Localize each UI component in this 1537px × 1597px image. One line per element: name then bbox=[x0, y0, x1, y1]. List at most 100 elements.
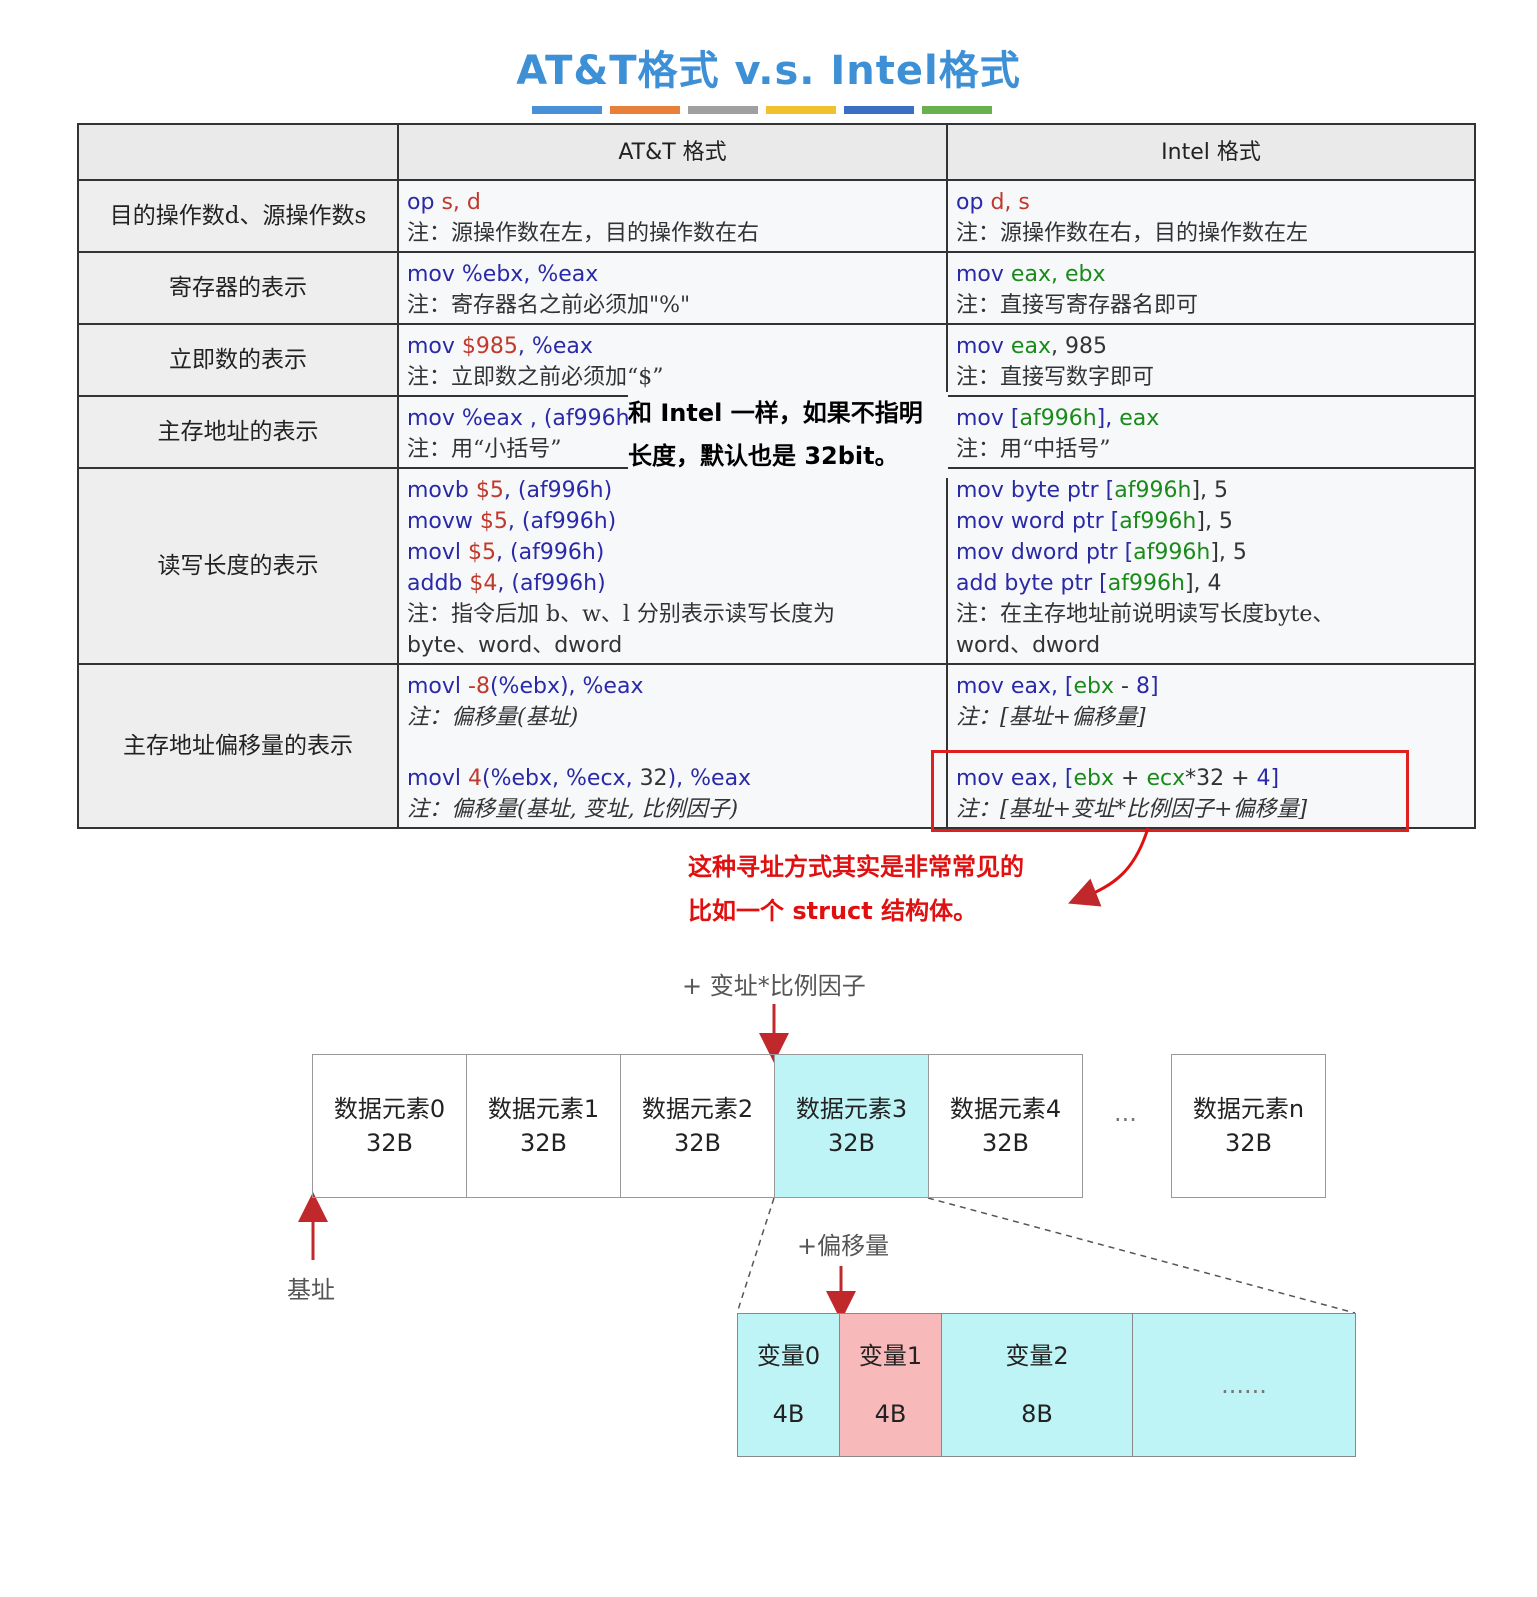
code-token: d, s bbox=[990, 190, 1030, 215]
code-token: ], bbox=[1096, 406, 1120, 431]
code-line: mov %ebx, %eax bbox=[407, 262, 599, 287]
code-token: eax bbox=[1119, 406, 1160, 431]
field-size: 4B bbox=[874, 1400, 907, 1428]
code-token: mov word ptr [ bbox=[956, 509, 1120, 534]
code-token: addb bbox=[407, 571, 463, 596]
code-line: op d, s bbox=[956, 187, 1466, 218]
note-text: 注：指令后加 b、w、l 分别表示读写长度为 bbox=[407, 602, 835, 627]
table-row: 读写长度的表示 movb $5, (af996h) movw $5, (af99… bbox=[77, 467, 1476, 665]
note-text: 注：在主存地址前说明读写长度byte、 bbox=[956, 602, 1335, 627]
att-cell: movl -8(%ebx), %eax 注：偏移量(基址) movl 4(%eb… bbox=[397, 663, 948, 829]
note-text: 注：用“小括号” bbox=[407, 437, 562, 462]
note-text: 注：偏移量(基址) bbox=[407, 705, 579, 730]
code-token: af996h bbox=[1133, 540, 1211, 565]
code-token: ] bbox=[1149, 674, 1159, 699]
stripe-blue bbox=[532, 106, 602, 114]
element-name: 数据元素n bbox=[1192, 1095, 1305, 1123]
data-element-1: 数据元素1 32B bbox=[466, 1054, 621, 1198]
code-line: mov %eax , (af996h) bbox=[407, 406, 639, 431]
code-token: movl bbox=[407, 674, 469, 699]
intel-cell: mov eax, 985 注：直接写数字即可 bbox=[946, 323, 1476, 397]
element-size: 32B bbox=[981, 1129, 1029, 1157]
intel-cell: mov byte ptr [af996h], 5 mov word ptr [a… bbox=[946, 467, 1476, 665]
stripe-orange bbox=[610, 106, 680, 114]
note-text: 注：寄存器名之前必须加"%" bbox=[407, 293, 691, 318]
table-row: 主存地址偏移量的表示 movl -8(%ebx), %eax 注：偏移量(基址)… bbox=[77, 663, 1476, 829]
code-token: mov bbox=[407, 334, 455, 359]
elements-ellipsis: ··· bbox=[1114, 1106, 1137, 1134]
code-token: ], 5 bbox=[1196, 509, 1233, 534]
base-label: 基址 bbox=[287, 1276, 335, 1304]
code-token: mov dword ptr [ bbox=[956, 540, 1134, 565]
element-name: 数据元素0 bbox=[333, 1095, 446, 1123]
intel-cell: mov eax, [ebx - 8] 注：[基址+偏移量] mov eax, [… bbox=[946, 663, 1476, 829]
code-token: op bbox=[407, 190, 435, 215]
zoom-line-right bbox=[927, 1197, 1356, 1314]
data-element-3: 数据元素3 32B bbox=[774, 1054, 929, 1198]
code-token: *32 + bbox=[1185, 766, 1257, 791]
note-text: word、dword bbox=[956, 633, 1101, 658]
annotation-line: 比如一个 struct 结构体。 bbox=[688, 897, 978, 925]
att-cell: movb $5, (af996h) movw $5, (af996h) movl… bbox=[397, 467, 948, 665]
table-row: 寄存器的表示 mov %ebx, %eax 注：寄存器名之前必须加"%" mov… bbox=[77, 251, 1476, 325]
code-token: 32 bbox=[639, 766, 668, 791]
note-text: 注：源操作数在右，目的操作数在左 bbox=[956, 221, 1309, 246]
code-token: $4 bbox=[462, 571, 498, 596]
code-token: movl bbox=[407, 766, 469, 791]
row-label: 目的操作数d、源操作数s bbox=[77, 179, 399, 253]
code-token: mov [ bbox=[956, 406, 1020, 431]
code-line: movb $5, (af996h) bbox=[407, 475, 938, 506]
code-token: (%ebx), %eax bbox=[489, 674, 644, 699]
data-element-4: 数据元素4 32B bbox=[928, 1054, 1083, 1198]
code-line: mov eax, [ebx + ecx*32 + 4] bbox=[956, 763, 1466, 794]
intel-cell: op d, s 注：源操作数在右，目的操作数在左 bbox=[946, 179, 1476, 253]
data-element-n: 数据元素n 32B bbox=[1171, 1054, 1326, 1198]
default-length-note: 和 Intel 一样，如果不指明 长度，默认也是 32bit。 bbox=[628, 392, 948, 478]
code-token: , (af996h) bbox=[507, 509, 617, 534]
overlay-line: 和 Intel 一样，如果不指明 bbox=[628, 399, 923, 427]
code-token: , 985 bbox=[1050, 334, 1107, 359]
table-row: 目的操作数d、源操作数s op s, d 注：源操作数在左，目的操作数在右 op… bbox=[77, 179, 1476, 253]
header-att: AT&T 格式 bbox=[397, 123, 948, 181]
code-token: , (af996h) bbox=[496, 540, 605, 565]
code-token: 8 bbox=[1135, 674, 1150, 699]
att-cell: mov $985, %eax 注：立即数之前必须加“$” bbox=[397, 323, 948, 397]
note-text: 注：[基址+偏移量] bbox=[956, 705, 1146, 730]
data-element-2: 数据元素2 32B bbox=[620, 1054, 775, 1198]
element-name: 数据元素4 bbox=[949, 1095, 1062, 1123]
code-token: $5 bbox=[468, 478, 504, 503]
row-label: 立即数的表示 bbox=[77, 323, 399, 397]
code-token: mov eax, [ bbox=[956, 766, 1074, 791]
row-label: 寄存器的表示 bbox=[77, 251, 399, 325]
stripe-yellow bbox=[766, 106, 836, 114]
code-line: movl -8(%ebx), %eax bbox=[407, 671, 938, 702]
highlight-box bbox=[931, 750, 1409, 832]
code-token: (%ebx, %ecx, bbox=[482, 766, 640, 791]
code-token: , (af996h) bbox=[497, 571, 606, 596]
note-text: byte、word、dword bbox=[407, 633, 623, 658]
row-label: 主存地址偏移量的表示 bbox=[77, 663, 399, 829]
field-var0: 变量0 4B bbox=[737, 1313, 840, 1457]
code-token: af996h bbox=[1114, 478, 1192, 503]
code-token: op bbox=[956, 190, 984, 215]
field-var1: 变量1 4B bbox=[839, 1313, 942, 1457]
code-line: movl 4(%ebx, %ecx, 32), %eax bbox=[407, 763, 938, 794]
header-empty bbox=[77, 123, 399, 181]
note-text: 注：[基址+变址*比例因子+偏移量] bbox=[956, 797, 1308, 822]
offset-label: +偏移量 bbox=[797, 1232, 890, 1260]
note-text: 注：源操作数在左，目的操作数在右 bbox=[407, 221, 760, 246]
code-line: mov eax, ebx bbox=[956, 259, 1466, 290]
element-name: 数据元素2 bbox=[641, 1095, 754, 1123]
annotation-line: 这种寻址方式其实是非常常见的 bbox=[688, 853, 1024, 881]
element-size: 32B bbox=[365, 1129, 413, 1157]
element-name: 数据元素1 bbox=[487, 1095, 600, 1123]
code-token: ebx bbox=[1073, 766, 1115, 791]
code-token: ], 5 bbox=[1191, 478, 1229, 503]
att-cell: op s, d 注：源操作数在左，目的操作数在右 bbox=[397, 179, 948, 253]
code-line: movw $5, (af996h) bbox=[407, 506, 938, 537]
code-token: + bbox=[1114, 766, 1147, 791]
code-token: 4 bbox=[468, 766, 483, 791]
field-name: 变量0 bbox=[756, 1342, 821, 1370]
code-token: eax, ebx bbox=[1010, 262, 1106, 287]
